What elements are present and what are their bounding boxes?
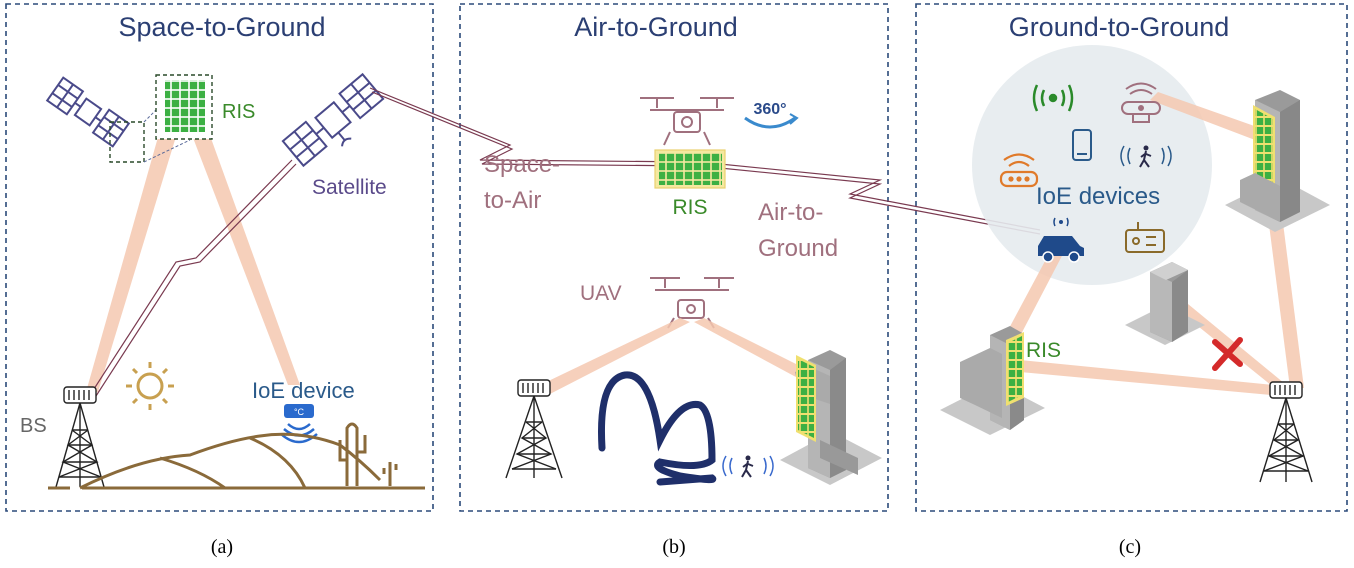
- building-icon: [1225, 90, 1330, 232]
- bs-label: BS: [20, 415, 47, 437]
- caption-b: (b): [662, 536, 685, 558]
- car-icon: [1038, 217, 1084, 263]
- drone-icon: [650, 277, 734, 329]
- satellite-label: Satellite: [312, 176, 387, 199]
- mountain-icon: [598, 371, 717, 486]
- cactus-icon: [338, 422, 398, 486]
- link-space-air: [369, 87, 1041, 235]
- radio-icon: [1125, 222, 1165, 253]
- panel-a-title: Space-to-Ground: [118, 12, 325, 42]
- space-to-air-label-2: to-Air: [484, 187, 541, 214]
- ris-label-a: RIS: [222, 101, 255, 123]
- uav-label: UAV: [580, 282, 622, 305]
- wifi-icon: [1032, 84, 1074, 112]
- desert-icon: [48, 432, 425, 490]
- svg-text:°C: °C: [294, 407, 305, 417]
- phone-icon: [1072, 129, 1092, 161]
- panel-a-beams: [86, 130, 300, 392]
- sun-icon: [126, 362, 174, 410]
- ioe-cloud: [972, 45, 1212, 285]
- caption-a: (a): [211, 536, 233, 558]
- air-to-ground-label-2: Ground: [758, 235, 838, 262]
- bs-tower-icon: [505, 379, 563, 479]
- ris-label-c: RIS: [1026, 339, 1061, 362]
- blocked-x-icon: [1212, 337, 1243, 371]
- caption-c: (c): [1119, 536, 1141, 558]
- bs-tower-icon: [1259, 381, 1313, 483]
- air-to-ground-label-1: Air-to-: [758, 199, 823, 226]
- link-space-ground: [91, 159, 297, 397]
- panel-b-title: Air-to-Ground: [574, 12, 738, 42]
- pedestrian-icon: [722, 455, 774, 478]
- panel-c-frame: [915, 3, 1348, 512]
- satellite-icon: [281, 72, 385, 168]
- svg-text:360°: 360°: [753, 101, 786, 118]
- router-icon: [1121, 82, 1161, 123]
- building-icon: [940, 326, 1045, 435]
- ris-panel-icon: [654, 149, 726, 189]
- building-icon: [1125, 262, 1205, 345]
- ris-highlight-box: [109, 121, 145, 163]
- panel-b-beams: [540, 318, 828, 395]
- space-to-air-label-1: Space-: [484, 151, 560, 178]
- ris-panel-icon: [155, 74, 213, 140]
- rotate-360-icon: 360°: [744, 101, 799, 129]
- router-icon: [999, 153, 1039, 188]
- bs-tower-icon: [55, 386, 105, 488]
- drone-icon: [640, 97, 734, 146]
- building-icon: [780, 350, 882, 485]
- panel-c-title: Ground-to-Ground: [1009, 12, 1230, 42]
- ioe-devices-label: IoE devices: [1036, 183, 1160, 210]
- pedestrian-icon: [1120, 145, 1172, 168]
- ioe-device-label: IoE device: [252, 378, 355, 403]
- satellite-icon: [45, 76, 131, 148]
- ris-label-b: RIS: [672, 196, 707, 219]
- panel-a-frame: [5, 3, 434, 512]
